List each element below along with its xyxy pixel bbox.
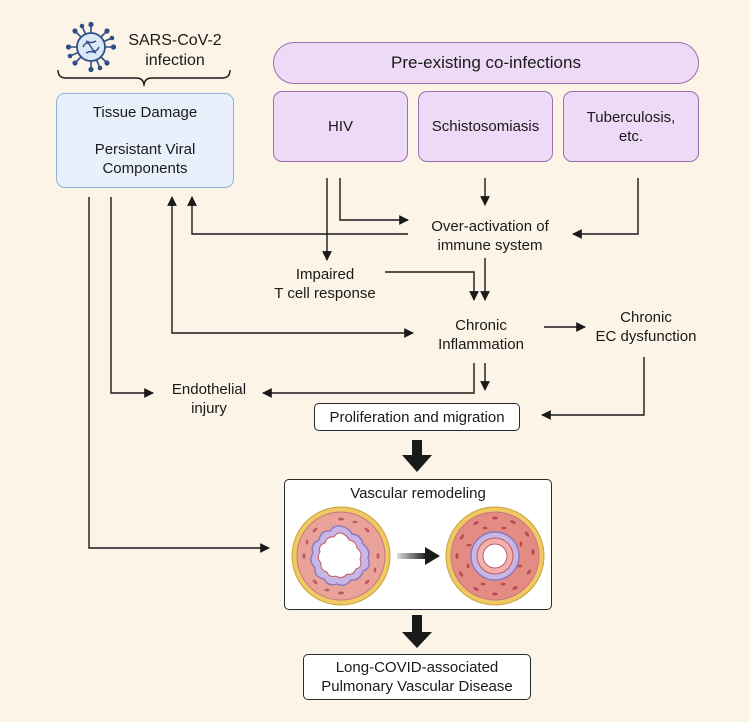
arrow-impaired-to-inflammation <box>385 271 479 301</box>
chronic-ec-line2: EC dysfunction <box>595 328 697 345</box>
coinfections-header-label: Pre-existing co-infections <box>391 53 581 72</box>
chronic-inflammation-line2: Inflammation <box>438 336 524 353</box>
impaired-line1: Impaired <box>295 266 355 283</box>
tuberculosis-box: Tuberculosis, etc. <box>563 91 699 162</box>
thick-arrow-to-outcome <box>402 615 432 648</box>
tissue-damage-label: Tissue Damage <box>92 104 198 121</box>
arrow-hiv-to-overactivation <box>339 178 409 225</box>
endothelial-line2: injury <box>191 400 227 417</box>
impaired-tcell-label: Impaired T cell response <box>262 265 388 303</box>
progression-arrow-icon <box>397 547 440 565</box>
arrow-tissue-to-endothelial <box>110 197 154 398</box>
persistent-viral-label: Persistant Viral <box>94 141 196 158</box>
outcome-box: Long-COVID-associated Pulmonary Vascular… <box>303 654 531 700</box>
arrow-tb-to-overactivation <box>572 178 639 239</box>
overactivation-label: Over-activation of immune system <box>405 217 575 255</box>
bracket-brace <box>57 69 231 87</box>
chronic-inflammation-line1: Chronic <box>455 317 507 334</box>
schistosomiasis-box: Schistosomiasis <box>418 91 553 162</box>
thick-arrow-to-vascular <box>402 440 432 472</box>
arrow-overactivation-to-tissue <box>187 196 408 235</box>
arrow-tissue-to-vascular <box>88 197 270 553</box>
proliferation-label: Proliferation and migration <box>329 408 505 426</box>
tuberculosis-label: Tuberculosis, etc. <box>586 108 676 145</box>
components-label: Components <box>102 160 188 177</box>
vascular-remodeling-box: Vascular remodeling <box>284 479 552 610</box>
chronic-ec-line1: Chronic <box>620 309 672 326</box>
coinfections-header: Pre-existing co-infections <box>273 42 699 84</box>
arrow-tissue-inflammation-bidirectional <box>167 196 414 338</box>
chronic-ec-label: Chronic EC dysfunction <box>584 308 708 346</box>
healthy-vessel-cross-section-icon <box>291 506 391 606</box>
hiv-box: HIV <box>273 91 408 162</box>
chronic-inflammation-label: Chronic Inflammation <box>418 316 544 354</box>
arrow-inflammation-to-endothelial <box>262 363 475 398</box>
sars-label-line1: SARS-CoV-2 <box>128 32 222 49</box>
sars-label-line2: infection <box>145 52 205 69</box>
proliferation-box: Proliferation and migration <box>314 403 520 431</box>
sars-cov-2-virus-icon <box>66 22 116 72</box>
vascular-remodeling-title: Vascular remodeling <box>350 485 486 502</box>
endothelial-injury-label: Endothelial injury <box>150 380 268 418</box>
overactivation-line1: Over-activation of <box>431 218 549 235</box>
impaired-line2: T cell response <box>274 285 376 302</box>
sars-cov-2-label: SARS-CoV-2 infection <box>116 31 234 71</box>
outcome-line1: Long-COVID-associated <box>335 659 499 676</box>
schistosomiasis-label: Schistosomiasis <box>431 118 540 135</box>
arrow-ec-to-proliferation <box>541 357 645 420</box>
endothelial-line1: Endothelial <box>171 381 247 398</box>
hiv-label: HIV <box>327 118 353 135</box>
tissue-damage-box: Tissue Damage Persistant Viral Component… <box>56 93 234 188</box>
overactivation-line2: immune system <box>437 237 543 254</box>
remodeled-vessel-cross-section-icon <box>445 506 545 606</box>
outcome-line2: Pulmonary Vascular Disease <box>321 678 513 695</box>
